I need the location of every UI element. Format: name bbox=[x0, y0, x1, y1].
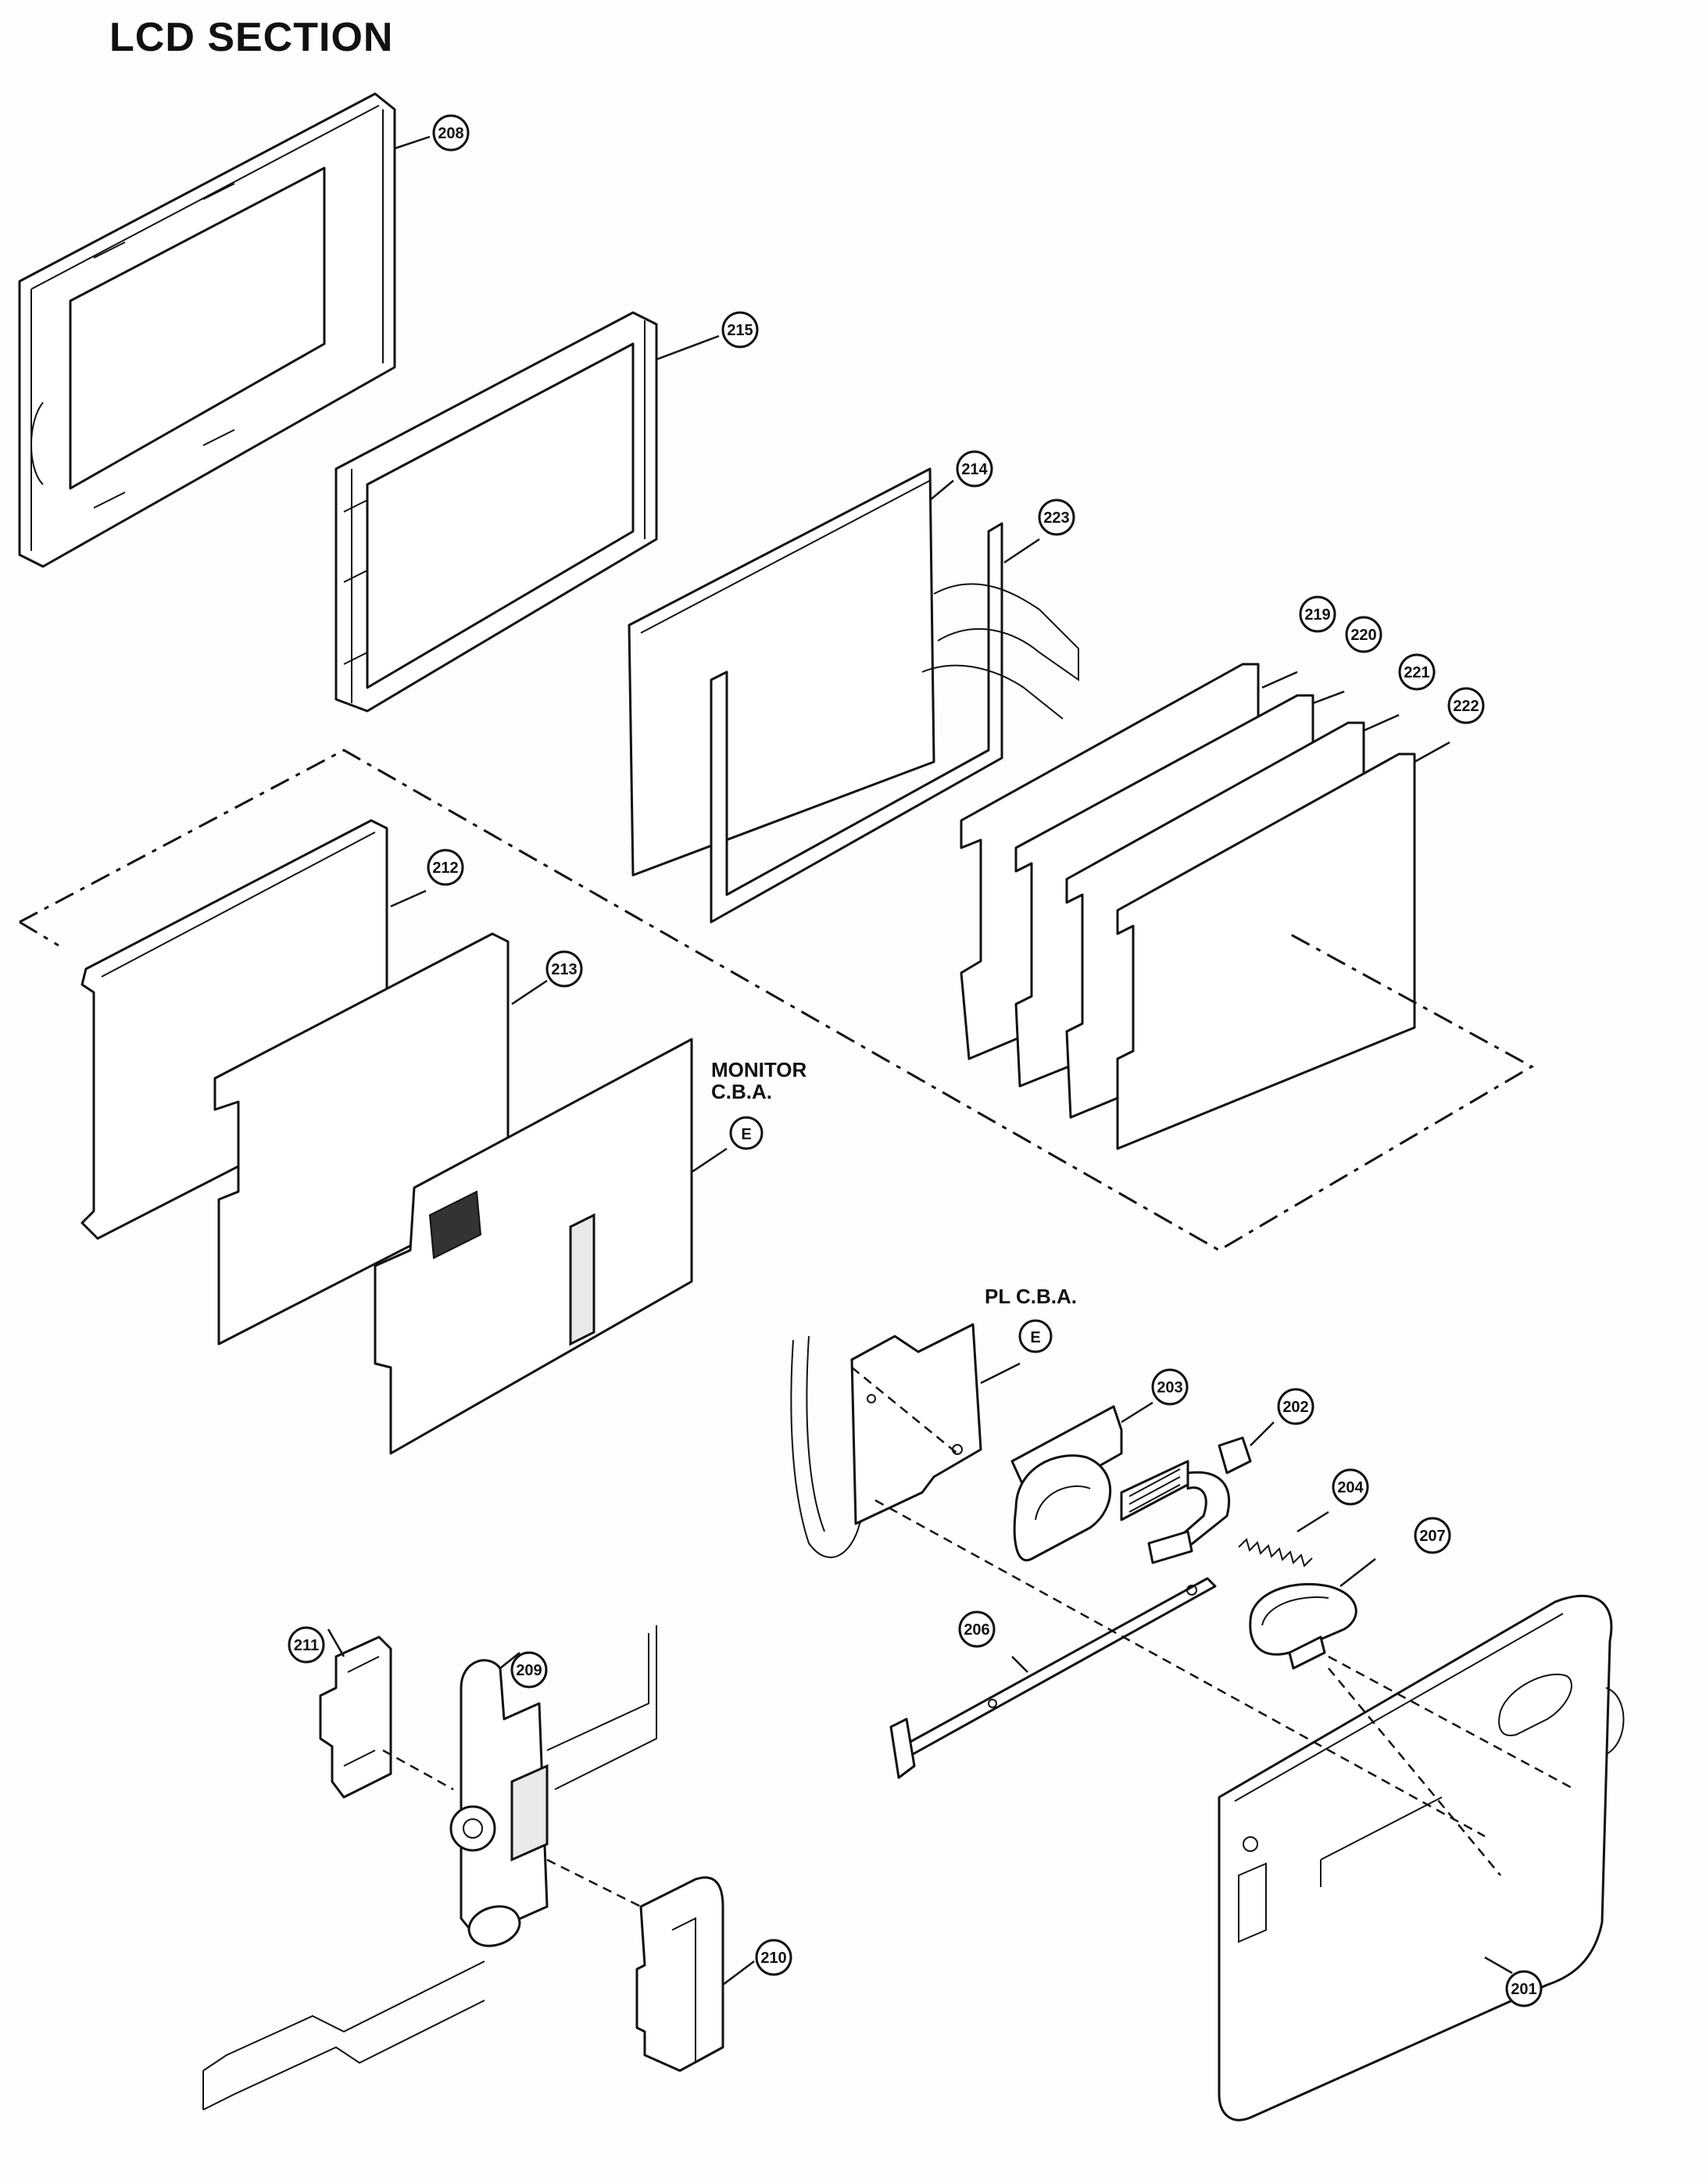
alignment-lines bbox=[874, 1499, 1575, 1876]
callout-208: 208 bbox=[432, 114, 470, 152]
svg-text:202: 202 bbox=[1282, 1399, 1308, 1416]
pl-cba-board bbox=[790, 1323, 1021, 1559]
part-214-lcd-panel bbox=[628, 467, 954, 877]
svg-text:222: 222 bbox=[1453, 698, 1479, 715]
svg-text:MONITOR: MONITOR bbox=[711, 1058, 807, 1081]
part-201-lcd-case bbox=[1218, 1594, 1625, 2121]
monitor-cba-board bbox=[374, 1038, 728, 1455]
callout-213: 213 bbox=[545, 950, 583, 988]
page-title: LCD SECTION bbox=[109, 15, 394, 60]
svg-text:E: E bbox=[1030, 1329, 1040, 1346]
svg-text:209: 209 bbox=[516, 1662, 542, 1679]
part-202-switch-lever bbox=[1120, 1421, 1275, 1564]
svg-text:E: E bbox=[741, 1126, 751, 1143]
svg-text:214: 214 bbox=[961, 461, 988, 478]
part-207-button bbox=[1249, 1558, 1376, 1670]
part-203-bracket bbox=[1010, 1401, 1153, 1562]
svg-text:221: 221 bbox=[1404, 664, 1429, 681]
hinge-alignment-lines bbox=[382, 1749, 642, 1908]
svg-text:212: 212 bbox=[432, 860, 458, 877]
callout-219: 219 bbox=[1299, 595, 1336, 633]
svg-text:201: 201 bbox=[1511, 1981, 1536, 1998]
part-212-light-guide bbox=[80, 819, 427, 1240]
part-222-sheet bbox=[1116, 741, 1450, 1150]
callout-212: 212 bbox=[427, 849, 464, 886]
callout-211: 211 bbox=[288, 1626, 325, 1664]
svg-text:PL C.B.A.: PL C.B.A. bbox=[985, 1285, 1077, 1308]
callout-206: 206 bbox=[958, 1610, 996, 1648]
svg-text:206: 206 bbox=[964, 1621, 989, 1639]
callout-207: 207 bbox=[1414, 1517, 1451, 1554]
callout-221: 221 bbox=[1398, 653, 1436, 691]
callout-222: 222 bbox=[1447, 687, 1485, 724]
svg-text:207: 207 bbox=[1419, 1528, 1445, 1545]
svg-text:203: 203 bbox=[1157, 1379, 1182, 1396]
part-211-hinge-cover bbox=[319, 1628, 392, 1799]
monitor-cba-label: MONITOR C.B.A. E bbox=[711, 1058, 807, 1150]
callout-220: 220 bbox=[1345, 616, 1382, 653]
svg-text:215: 215 bbox=[727, 322, 753, 339]
svg-text:C.B.A.: C.B.A. bbox=[711, 1080, 772, 1103]
callout-223: 223 bbox=[1038, 499, 1075, 536]
part-206-rod bbox=[889, 1577, 1217, 1779]
svg-text:213: 213 bbox=[551, 961, 577, 978]
part-213-sheet bbox=[213, 932, 548, 1346]
callout-210: 210 bbox=[755, 1939, 792, 1976]
callout-204: 204 bbox=[1332, 1468, 1369, 1506]
callout-203: 203 bbox=[1151, 1368, 1189, 1406]
svg-text:220: 220 bbox=[1350, 627, 1376, 644]
callout-202: 202 bbox=[1277, 1388, 1314, 1425]
part-223-flex-frame bbox=[710, 522, 1079, 924]
svg-text:223: 223 bbox=[1043, 509, 1069, 527]
svg-text:208: 208 bbox=[438, 125, 463, 142]
part-208-lcd-frame bbox=[18, 92, 431, 568]
part-215-lcd-holder bbox=[334, 311, 720, 713]
pl-cba-label: PL C.B.A. E bbox=[985, 1285, 1077, 1353]
callout-201: 201 bbox=[1505, 1970, 1543, 2007]
part-209-hinge bbox=[449, 1652, 549, 1947]
assembly-guide-line bbox=[19, 749, 1535, 1252]
svg-text:210: 210 bbox=[760, 1950, 786, 1967]
part-210-hinge-cover bbox=[635, 1876, 755, 2072]
svg-text:211: 211 bbox=[294, 1637, 319, 1654]
svg-text:204: 204 bbox=[1337, 1479, 1364, 1496]
hinge-flex-cable bbox=[202, 1625, 657, 2111]
callout-215: 215 bbox=[721, 311, 759, 349]
callout-209: 209 bbox=[510, 1651, 548, 1689]
part-204-spring bbox=[1238, 1510, 1329, 1567]
callout-214: 214 bbox=[956, 450, 993, 488]
svg-text:219: 219 bbox=[1304, 606, 1330, 624]
